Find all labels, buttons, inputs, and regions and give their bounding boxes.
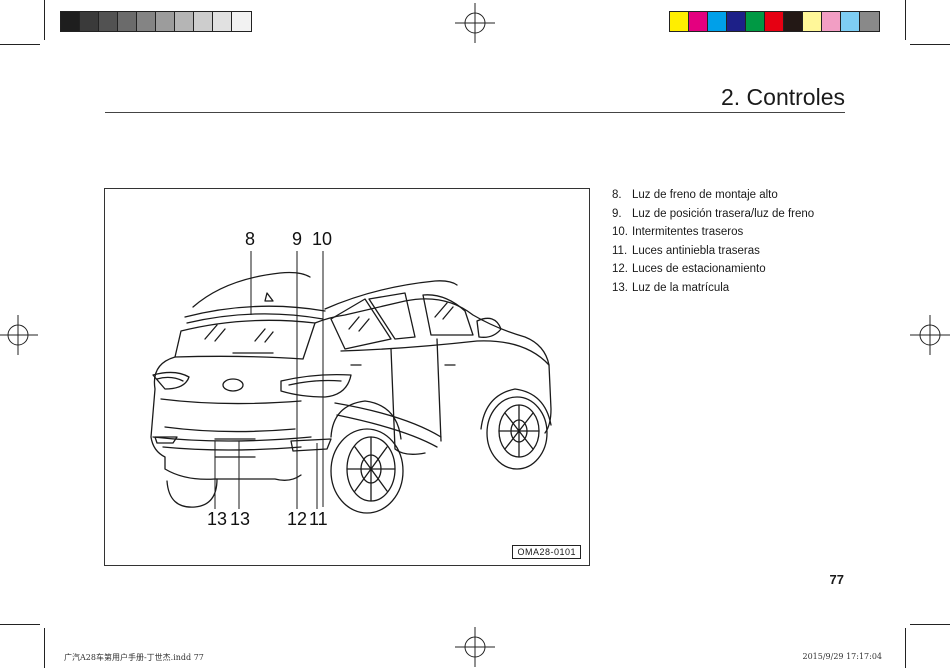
color-swatch [156, 12, 175, 31]
callout-12: 12 [287, 509, 307, 530]
legend-item-text: Intermitentes traseros [632, 223, 743, 242]
legend-item-number: 9. [612, 205, 632, 224]
legend-item-text: Luz de posición trasera/luz de freno [632, 205, 814, 224]
color-swatch [727, 12, 746, 31]
color-swatch [137, 12, 156, 31]
crop-mark [0, 624, 40, 625]
callout-8: 8 [245, 229, 255, 250]
callout-13-left: 13 [207, 509, 227, 530]
crop-mark [0, 44, 40, 45]
color-swatch [80, 12, 99, 31]
crop-mark [44, 0, 45, 40]
legend-item-number: 10. [612, 223, 632, 242]
legend-item-text: Luz de la matrícula [632, 279, 729, 298]
color-swatch [803, 12, 822, 31]
registration-mark-top [455, 3, 495, 43]
legend-item: 9.Luz de posición trasera/luz de freno [612, 205, 814, 224]
color-swatch [860, 12, 879, 31]
figure-code: OMA28-0101 [512, 545, 581, 559]
color-swatch [99, 12, 118, 31]
vehicle-rear-lights-figure: 8 9 10 13 13 12 11 OMA28-0101 [104, 188, 590, 566]
suv-rear-illustration [105, 189, 591, 567]
legend-item: 12.Luces de estacionamiento [612, 260, 814, 279]
color-swatch [746, 12, 765, 31]
crop-mark [910, 44, 950, 45]
footer-timestamp: 2015/9/29 17:17:04 [803, 652, 883, 661]
crop-mark [905, 0, 906, 40]
legend-item-number: 12. [612, 260, 632, 279]
callout-9: 9 [292, 229, 302, 250]
callout-13-right: 13 [230, 509, 250, 530]
grayscale-color-bar [60, 11, 252, 32]
crop-mark [910, 624, 950, 625]
color-swatch [670, 12, 689, 31]
legend-item: 13.Luz de la matrícula [612, 279, 814, 298]
registration-mark-left [0, 315, 38, 355]
registration-mark-right [910, 315, 950, 355]
footer-file-slug: 广汽A28车第用户手册-丁世杰.indd 77 [64, 652, 204, 663]
legend-item: 11.Luces antiniebla traseras [612, 242, 814, 261]
legend-item: 8.Luz de freno de montaje alto [612, 186, 814, 205]
callout-11: 11 [309, 509, 328, 530]
crop-mark [905, 628, 906, 668]
color-swatch [822, 12, 841, 31]
color-swatch [194, 12, 213, 31]
legend-item-number: 13. [612, 279, 632, 298]
header-rule [105, 112, 845, 113]
legend-item-number: 11. [612, 242, 632, 261]
color-swatch [61, 12, 80, 31]
color-swatch [213, 12, 232, 31]
callout-10: 10 [312, 229, 332, 250]
registration-mark-bottom [455, 627, 495, 667]
legend-item-text: Luces de estacionamiento [632, 260, 766, 279]
color-swatch [118, 12, 137, 31]
color-swatch [841, 12, 860, 31]
legend-item-text: Luz de freno de montaje alto [632, 186, 778, 205]
color-swatch [708, 12, 727, 31]
color-swatch [765, 12, 784, 31]
color-swatch [784, 12, 803, 31]
process-color-bar [669, 11, 880, 32]
legend-item: 10.Intermitentes traseros [612, 223, 814, 242]
page-number: 77 [830, 572, 844, 587]
color-swatch [689, 12, 708, 31]
legend-item-text: Luces antiniebla traseras [632, 242, 760, 261]
color-swatch [232, 12, 251, 31]
section-title: 2. Controles [721, 84, 845, 111]
color-swatch [175, 12, 194, 31]
legend-item-number: 8. [612, 186, 632, 205]
crop-mark [44, 628, 45, 668]
